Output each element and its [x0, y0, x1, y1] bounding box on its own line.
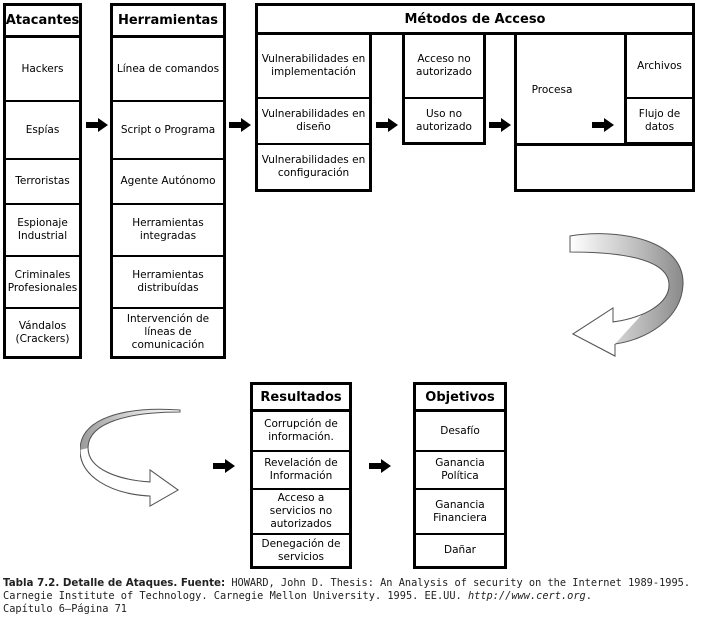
- resultados-column: Resultados Corrupción de información. Re…: [250, 382, 352, 569]
- list-item: Ganancia Política: [416, 450, 504, 488]
- list-item: Intervención de líneas de comunicación: [113, 307, 223, 356]
- resultados-title: Resultados: [253, 385, 349, 412]
- herramientas-title: Herramientas: [113, 6, 223, 38]
- list-item: Línea de comandos: [116, 62, 220, 75]
- list-item: Denegación de servicios: [253, 533, 349, 566]
- metodos-title: Métodos de Acceso: [404, 11, 546, 27]
- list-item: Espionaje Industrial: [6, 203, 79, 255]
- curved-arrow-icon: [569, 233, 684, 357]
- list-item: Dañar: [416, 533, 504, 566]
- list-item: Ganancia Financiera: [416, 488, 504, 533]
- list-item: Acceso no autorizado: [416, 53, 472, 78]
- objetivos-title: Objetivos: [416, 385, 504, 412]
- objetivos-column: Objetivos Desafío Ganancia Política Gana…: [413, 382, 507, 569]
- caption-source: HOWARD, John D. Thesis: An Analysis of s…: [3, 577, 691, 602]
- list-item: Revelación de Información: [253, 450, 349, 488]
- atacantes-column: Atacantes Hackers Espías Terroristas Esp…: [3, 3, 82, 359]
- vulnerabilidades-column: Vulnerabilidades en implementación Vulne…: [255, 32, 372, 192]
- figure-caption: Tabla 7.2. Detalle de Ataques. Fuente: H…: [3, 577, 699, 616]
- list-item: Terroristas: [6, 158, 79, 203]
- caption-end: .: [585, 590, 592, 602]
- list-item: Vulnerabilidades en configuración: [258, 143, 369, 189]
- arrow-right-icon: [369, 459, 391, 473]
- list-item: Vulnerabilidades en implementación: [261, 53, 366, 78]
- list-item: Hackers: [21, 62, 64, 75]
- caption-label: Tabla 7.2. Detalle de Ataques. Fuente:: [3, 577, 226, 589]
- list-item: Criminales Profesionales: [6, 255, 79, 307]
- atacantes-title: Atacantes: [6, 6, 79, 38]
- list-item: Herramientas distribuídas: [113, 255, 223, 307]
- list-item: Espías: [6, 100, 79, 158]
- arrow-right-icon: [489, 118, 511, 132]
- list-item: Script o Programa: [113, 100, 223, 158]
- list-item: Desafío: [440, 424, 480, 437]
- list-item: Archivos: [637, 59, 682, 72]
- metodos-header: Métodos de Acceso: [255, 3, 695, 35]
- arrow-right-icon: [213, 459, 235, 473]
- list-item: Uso no autorizado: [405, 97, 483, 142]
- list-item: Herramientas integradas: [113, 203, 223, 255]
- list-item: Vulnerabilidades en diseño: [258, 97, 369, 143]
- arrow-right-icon: [86, 118, 108, 132]
- arrow-right-icon: [229, 118, 251, 132]
- caption-url[interactable]: http://www.cert.org: [467, 590, 586, 602]
- list-item: Corrupción de información.: [264, 418, 338, 443]
- arrow-right-icon: [592, 118, 614, 132]
- acceso-column: Acceso no autorizado Uso no autorizado: [402, 32, 486, 145]
- arrow-right-icon: [376, 118, 398, 132]
- procesa-label: Procesa: [531, 84, 573, 96]
- list-item: Agente Autónomo: [113, 158, 223, 203]
- divider: [517, 143, 692, 146]
- herramientas-column: Herramientas Línea de comandos Script o …: [110, 3, 226, 359]
- objetos-column: Archivos Flujo de datos: [624, 32, 695, 145]
- list-item: Vándalos (Crackers): [6, 307, 79, 356]
- caption-page: Capítulo 6–Página 71: [3, 603, 127, 615]
- list-item: Flujo de datos: [627, 97, 692, 142]
- curved-arrow-icon: [80, 408, 181, 507]
- list-item: Acceso a servicios no autorizados: [253, 488, 349, 533]
